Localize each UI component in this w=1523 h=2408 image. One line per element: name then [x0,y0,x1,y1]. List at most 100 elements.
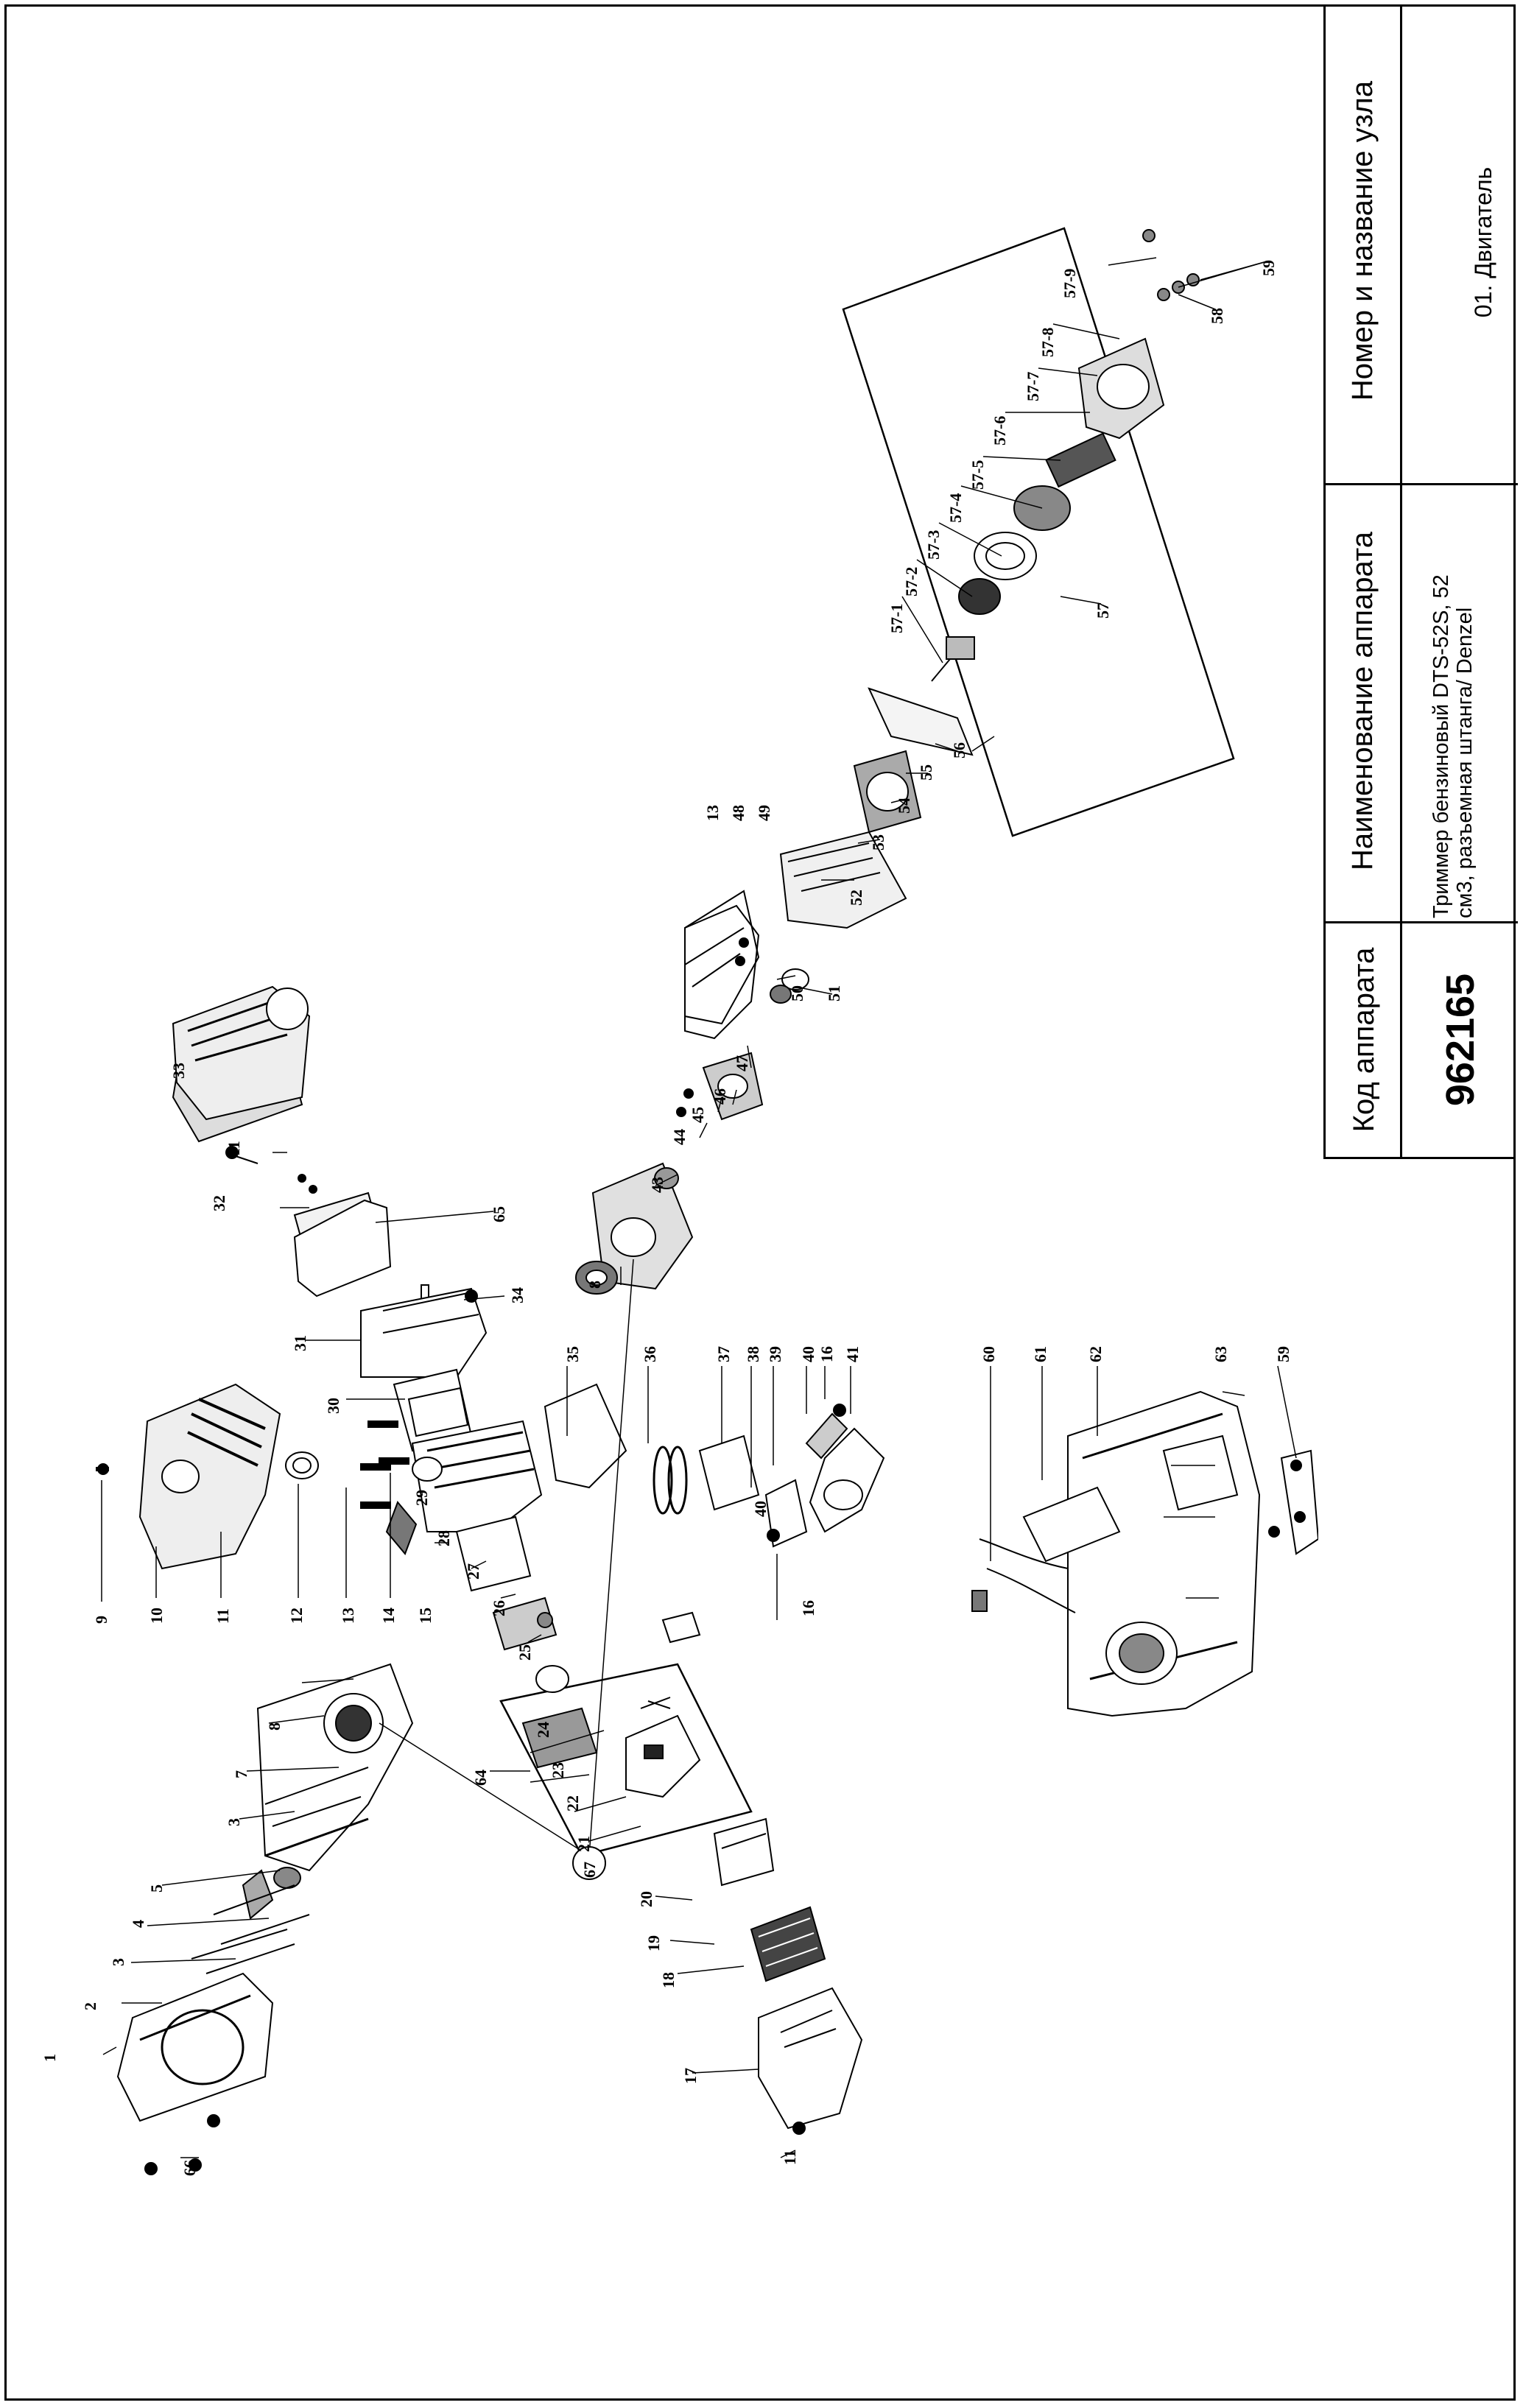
callout-20: 20 [637,1891,655,1907]
callout-23: 23 [549,1762,567,1778]
callout-2: 2 [81,2002,99,2010]
callout-4: 4 [129,1920,147,1928]
callout-44: 44 [670,1129,689,1145]
carburetor [625,1611,701,1798]
callout-45: 45 [689,1107,707,1123]
sheet-border [4,4,1516,2401]
callout-57-7: 57-7 [1024,372,1042,401]
piston-crankshaft [653,1404,885,1548]
starter-group-box [842,227,1235,837]
callout-51: 51 [825,985,843,1001]
fuel-tank [971,1390,1318,1717]
callout-35: 35 [563,1346,582,1362]
device-name-line1: Триммер бензиновый DTS-52S, 52 [1429,574,1453,918]
callout-50: 50 [788,985,806,1001]
callout-54: 54 [895,798,913,814]
callout-67-circle [572,1846,606,1880]
callout-41: 41 [843,1346,862,1362]
callout-1: 1 [41,2054,59,2062]
callout-29: 29 [412,1490,431,1506]
callout-57: 57 [1094,602,1112,619]
callout-47: 47 [733,1055,751,1071]
callout-27: 27 [464,1563,482,1580]
callout-31: 31 [291,1335,309,1351]
callout-8b: 8 [585,1281,604,1289]
carburetor-group-box [499,1663,753,1857]
callout-60: 60 [979,1346,998,1362]
callout-8: 8 [265,1722,284,1731]
cylinder-muffler [285,1287,627,1769]
upper-engine-cover [172,985,311,1121]
callout-52: 52 [847,890,865,906]
callout-26: 26 [490,1600,508,1616]
callout-53: 53 [869,834,887,851]
callout-58: 58 [1208,308,1226,324]
callout-62: 62 [1086,1346,1105,1362]
air-filter [713,1817,863,2135]
callout-11b: 11 [225,1141,243,1156]
device-name-line2: см3, разъемная штанга/ Denzel [1453,607,1477,918]
callout-34: 34 [508,1287,527,1303]
callout-56: 56 [950,742,968,758]
callout-40: 40 [799,1346,817,1362]
callout-40b: 40 [751,1501,770,1517]
callout-57-3: 57-3 [924,530,943,560]
exploded-engine-diagram: 1 2 3 4 5 66 3 7 8 8 67 9 10 11 12 13 14… [41,227,1318,2176]
callout-25: 25 [516,1644,534,1661]
engine-shroud [96,1383,281,1570]
device-name: Триммер бензиновый DTS-52S, 52 см3, разъ… [1429,484,1488,918]
ignition-coil-bracket [684,904,760,1040]
callout-5: 5 [147,1884,166,1893]
callout-57-4: 57-4 [946,493,965,523]
name-header: Наименование аппарата [1346,532,1379,870]
callout-30: 30 [324,1398,342,1414]
callout-57-9: 57-9 [1061,269,1079,298]
callout-59: 59 [1259,260,1278,276]
node-value: 01. Двигатель [1470,166,1496,318]
callout-66: 66 [180,2160,199,2176]
crankcase-half [575,1162,694,1295]
callout-9: 9 [92,1616,110,1624]
callout-57-2: 57-2 [902,567,921,596]
title-block-divider [1323,921,1518,923]
callout-39: 39 [766,1346,784,1362]
callout-49: 49 [755,805,773,821]
callout-18: 18 [659,1972,678,1988]
callout-32: 32 [210,1195,228,1211]
callout-10: 10 [147,1608,166,1624]
callout-57-8: 57-8 [1038,328,1057,357]
code-header: Код аппарата [1348,947,1380,1133]
inner-panel [293,1199,392,1298]
callout-12: 12 [287,1608,306,1624]
callout-57-1: 57-1 [887,604,906,633]
callout-59b: 59 [1274,1346,1292,1362]
callout-7: 7 [232,1770,250,1778]
callout-55: 55 [917,764,935,781]
leader-lines [101,257,1297,2158]
callout-11c: 11 [781,2150,799,2165]
callout-15: 15 [416,1608,435,1624]
callout-65: 65 [490,1206,508,1222]
callout-19: 19 [644,1935,663,1951]
node-header: Номер и название узла [1346,80,1379,401]
callout-14: 14 [379,1608,398,1624]
callout-16: 16 [799,1600,817,1616]
callout-61: 61 [1031,1346,1049,1362]
crankcase [116,1663,414,2175]
flywheel-assembly [676,750,922,1121]
callout-63: 63 [1211,1346,1230,1362]
title-block-divider [1323,483,1518,485]
callout-38: 38 [744,1346,762,1362]
callout-64: 64 [471,1770,490,1786]
callout-57-5: 57-5 [968,460,987,490]
title-block: Номер и название узла 01. Двигатель Наим… [1323,4,1518,1159]
callout-67: 67 [580,1862,599,1878]
callout-28: 28 [435,1530,453,1546]
callout-24: 24 [534,1722,552,1738]
device-code: 962165 [1438,973,1482,1107]
callout-37: 37 [714,1346,733,1362]
callout-11: 11 [214,1608,232,1624]
callout-17: 17 [681,2068,700,2084]
callout-3b: 3 [225,1818,243,1826]
